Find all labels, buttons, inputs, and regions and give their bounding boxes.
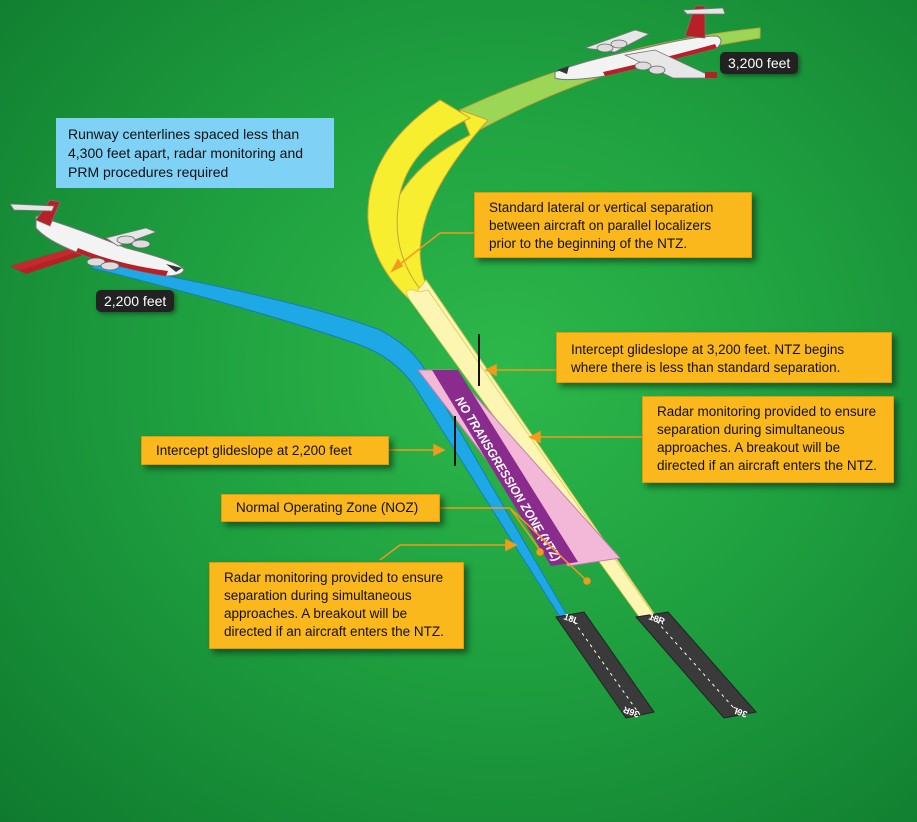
altitude-tag-right: 3,200 feet [720, 52, 799, 74]
airplane-left-icon [9, 199, 185, 277]
leader-radar-left [379, 544, 512, 561]
callout-radar-left: Radar monitoring provided to ensure sepa… [209, 562, 464, 649]
airplane-right-icon [554, 5, 726, 81]
callout-intercept-3200: Intercept glideslope at 3,200 feet. NTZ … [556, 332, 892, 383]
leader-standard-separation [394, 232, 474, 269]
runway-right: 18R 36L [635, 611, 757, 720]
spacing-note: Runway centerlines spaced less than 4,30… [56, 118, 334, 188]
callout-intercept-2200: Intercept glideslope at 2,200 feet [141, 436, 389, 465]
altitude-tag-left: 2,200 feet [96, 290, 175, 312]
callout-standard-separation: Standard lateral or vertical separation … [474, 192, 752, 258]
callout-radar-right: Radar monitoring provided to ensure sepa… [642, 396, 894, 483]
leader-noz-2 [509, 507, 587, 581]
leader-lines [379, 232, 642, 585]
callout-noz: Normal Operating Zone (NOZ) [221, 494, 440, 522]
ntz-stripe [432, 370, 578, 566]
runway-left: 18L 36R [555, 611, 655, 720]
